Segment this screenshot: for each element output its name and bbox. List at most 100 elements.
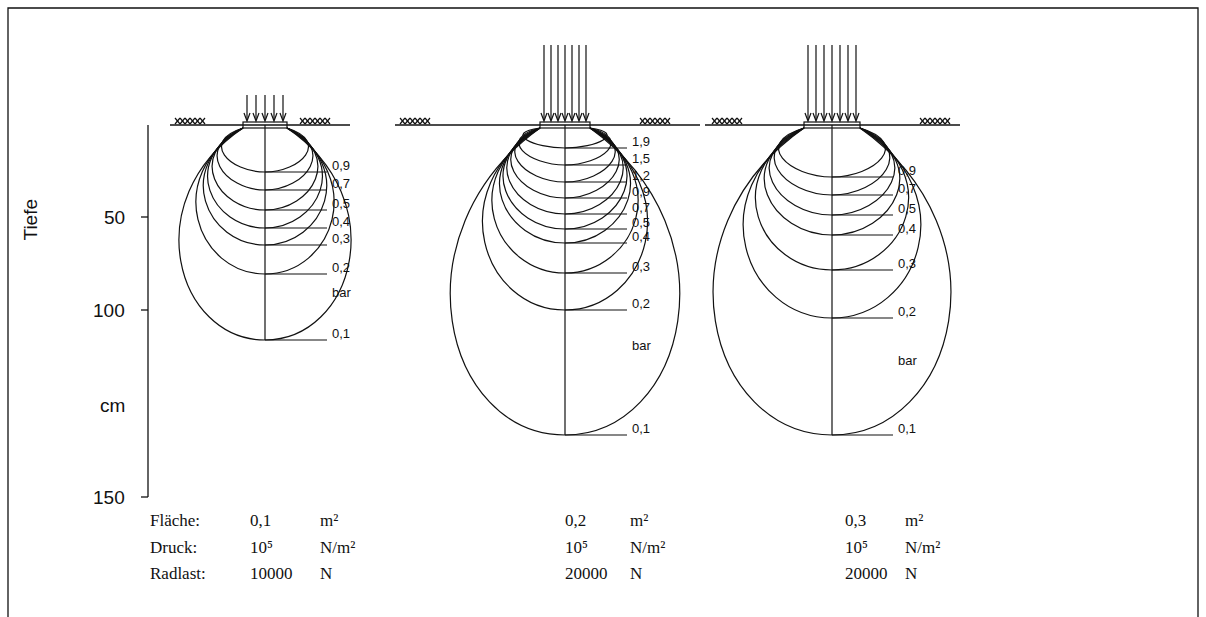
leader-line xyxy=(265,273,327,274)
contour-value: 0,7 xyxy=(332,177,350,190)
ground-hatch xyxy=(310,118,315,124)
contour-value: 0,1 xyxy=(898,422,916,435)
leader-line xyxy=(832,317,893,318)
leader-line xyxy=(265,244,327,245)
table-cell: Druck: xyxy=(150,539,197,556)
ground-hatch xyxy=(190,118,195,124)
arrow-head xyxy=(576,113,582,121)
ground-hatch xyxy=(655,118,660,124)
ground-hatch xyxy=(420,118,425,124)
arrow-head xyxy=(280,113,286,121)
ground-hatch xyxy=(195,118,200,124)
axis-label: 50 xyxy=(104,208,125,227)
arrow-head xyxy=(569,113,575,121)
load-arrow xyxy=(855,45,856,120)
table-cell: m² xyxy=(905,512,923,529)
ground-hatch xyxy=(425,118,430,124)
contour-value: 0,7 xyxy=(632,201,650,214)
leader-line xyxy=(832,176,893,177)
leader-line xyxy=(832,434,893,435)
table-cell: N/m² xyxy=(320,539,355,556)
leader-line xyxy=(565,197,627,198)
leader-line xyxy=(265,189,327,190)
pressure-contour xyxy=(764,128,900,235)
ground-hatch xyxy=(727,118,732,124)
arrow-head xyxy=(271,113,277,121)
ground-hatch xyxy=(640,118,645,124)
ground-hatch xyxy=(717,118,722,124)
ground-hatch xyxy=(732,118,737,124)
arrow-head xyxy=(253,113,259,121)
arrow-head xyxy=(548,113,554,121)
contour-value: 1,2 xyxy=(632,169,650,182)
leader-line xyxy=(565,272,627,273)
leader-line xyxy=(832,234,893,235)
frame xyxy=(8,8,1198,617)
ground-hatch xyxy=(425,118,430,124)
contour-value: 0,4 xyxy=(332,215,350,228)
ground-hatch xyxy=(315,118,320,124)
ground-hatch xyxy=(300,118,305,124)
leader-line xyxy=(265,227,327,228)
depth-axis xyxy=(147,125,148,497)
ground-hatch xyxy=(420,118,425,124)
contour-value: 0,1 xyxy=(632,422,650,435)
contour-value: bar xyxy=(332,286,351,299)
table-cell: N xyxy=(630,565,642,582)
load-arrow xyxy=(807,45,808,120)
ground-hatch xyxy=(325,118,330,124)
load-arrow xyxy=(578,45,579,120)
contour-value: 0,9 xyxy=(332,159,350,172)
arrow-head xyxy=(829,113,835,121)
table-cell: 20000 xyxy=(845,565,888,582)
load-arrow xyxy=(282,95,283,120)
ground-hatch xyxy=(415,118,420,124)
ground-hatch xyxy=(410,118,415,124)
ground-hatch xyxy=(645,118,650,124)
ground-hatch xyxy=(300,118,305,124)
load-arrow xyxy=(847,45,848,120)
table-cell: m² xyxy=(320,512,338,529)
ground-hatch xyxy=(945,118,950,124)
ground-hatch xyxy=(315,118,320,124)
contour-value: 0,2 xyxy=(632,297,650,310)
axis-label: Tiefe xyxy=(21,198,40,240)
ground-hatch xyxy=(185,118,190,124)
leader-line xyxy=(565,228,627,229)
leader-line xyxy=(832,194,893,195)
contour-value: 0,2 xyxy=(898,305,916,318)
leader-line xyxy=(565,309,627,310)
arrow-head xyxy=(821,113,827,121)
table-cell: Radlast: xyxy=(150,565,206,582)
arrow-head xyxy=(262,113,268,121)
ground-hatch xyxy=(945,118,950,124)
arrow-head xyxy=(555,113,561,121)
load-arrow xyxy=(823,45,824,120)
leader-line xyxy=(832,269,893,270)
axis-label: 100 xyxy=(93,301,125,320)
ground-hatch xyxy=(737,118,742,124)
ground-hatch xyxy=(655,118,660,124)
contour-value: 1,5 xyxy=(632,152,650,165)
leader-line xyxy=(265,339,327,340)
ground-hatch xyxy=(737,118,742,124)
leader-line xyxy=(565,213,627,214)
ground-hatch xyxy=(925,118,930,124)
ground-hatch xyxy=(405,118,410,124)
table-cell: N xyxy=(320,565,332,582)
ground-hatch xyxy=(920,118,925,124)
leader-line xyxy=(565,434,627,435)
ground-hatch xyxy=(410,118,415,124)
ground-hatch xyxy=(405,118,410,124)
ground-hatch xyxy=(660,118,665,124)
ground-line xyxy=(395,124,700,125)
table-cell: Fläche: xyxy=(150,512,200,529)
pressure-contour xyxy=(450,128,679,435)
leader-line xyxy=(565,242,627,243)
ground-hatch xyxy=(650,118,655,124)
contour-value: 0,4 xyxy=(632,230,650,243)
ground-hatch xyxy=(722,118,727,124)
ground-hatch xyxy=(310,118,315,124)
ground-hatch xyxy=(940,118,945,124)
ground-hatch xyxy=(180,118,185,124)
